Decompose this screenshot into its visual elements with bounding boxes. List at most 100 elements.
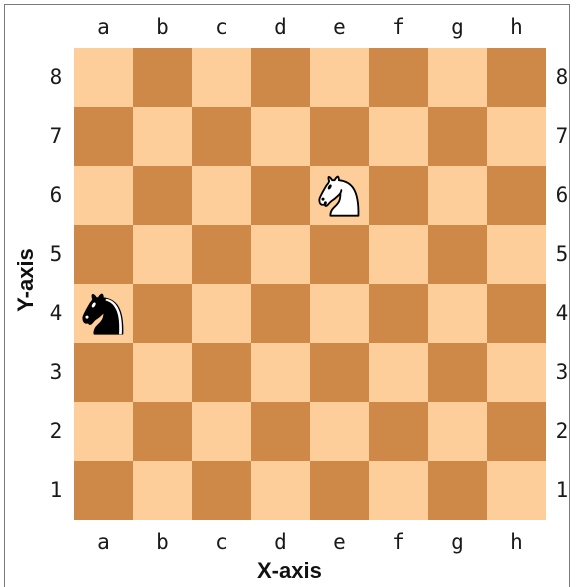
square-a6[interactable] — [74, 166, 133, 225]
square-e6[interactable] — [310, 166, 369, 225]
rank-label-8: 8 — [550, 67, 574, 88]
square-e1[interactable] — [310, 461, 369, 520]
square-h6[interactable] — [487, 166, 546, 225]
square-a4[interactable] — [74, 284, 133, 343]
square-c1[interactable] — [192, 461, 251, 520]
square-h1[interactable] — [487, 461, 546, 520]
square-c8[interactable] — [192, 48, 251, 107]
square-h7[interactable] — [487, 107, 546, 166]
file-label-f: f — [369, 17, 428, 38]
file-label-c: c — [192, 17, 251, 38]
white-knight-icon[interactable] — [312, 168, 367, 223]
square-e8[interactable] — [310, 48, 369, 107]
square-f8[interactable] — [369, 48, 428, 107]
square-h3[interactable] — [487, 343, 546, 402]
square-g8[interactable] — [428, 48, 487, 107]
square-c2[interactable] — [192, 402, 251, 461]
square-c5[interactable] — [192, 225, 251, 284]
file-label-g: g — [428, 532, 487, 553]
square-b4[interactable] — [133, 284, 192, 343]
square-h8[interactable] — [487, 48, 546, 107]
square-f3[interactable] — [369, 343, 428, 402]
rank-label-1: 1 — [550, 480, 574, 501]
file-label-c: c — [192, 532, 251, 553]
x-axis-label: X-axis — [257, 560, 322, 582]
square-b7[interactable] — [133, 107, 192, 166]
square-a3[interactable] — [74, 343, 133, 402]
square-f5[interactable] — [369, 225, 428, 284]
square-d6[interactable] — [251, 166, 310, 225]
black-knight-icon[interactable] — [76, 286, 131, 341]
square-g5[interactable] — [428, 225, 487, 284]
square-e5[interactable] — [310, 225, 369, 284]
square-c7[interactable] — [192, 107, 251, 166]
square-e7[interactable] — [310, 107, 369, 166]
square-d2[interactable] — [251, 402, 310, 461]
square-f1[interactable] — [369, 461, 428, 520]
square-b8[interactable] — [133, 48, 192, 107]
square-g2[interactable] — [428, 402, 487, 461]
square-b1[interactable] — [133, 461, 192, 520]
file-label-d: d — [251, 532, 310, 553]
square-c6[interactable] — [192, 166, 251, 225]
rank-label-7: 7 — [550, 126, 574, 147]
square-b5[interactable] — [133, 225, 192, 284]
y-axis-label: Y-axis — [15, 245, 37, 315]
square-f2[interactable] — [369, 402, 428, 461]
square-a8[interactable] — [74, 48, 133, 107]
square-d7[interactable] — [251, 107, 310, 166]
file-label-f: f — [369, 532, 428, 553]
square-a7[interactable] — [74, 107, 133, 166]
square-a1[interactable] — [74, 461, 133, 520]
file-label-e: e — [310, 17, 369, 38]
file-label-a: a — [74, 532, 133, 553]
file-label-b: b — [133, 532, 192, 553]
square-f4[interactable] — [369, 284, 428, 343]
square-h4[interactable] — [487, 284, 546, 343]
square-g6[interactable] — [428, 166, 487, 225]
square-c4[interactable] — [192, 284, 251, 343]
rank-label-6: 6 — [44, 185, 68, 206]
file-label-a: a — [74, 17, 133, 38]
square-c3[interactable] — [192, 343, 251, 402]
rank-label-2: 2 — [550, 421, 574, 442]
square-f7[interactable] — [369, 107, 428, 166]
chess-board — [74, 48, 546, 520]
rank-label-2: 2 — [44, 421, 68, 442]
square-f6[interactable] — [369, 166, 428, 225]
rank-label-5: 5 — [550, 244, 574, 265]
square-d4[interactable] — [251, 284, 310, 343]
square-h2[interactable] — [487, 402, 546, 461]
file-label-e: e — [310, 532, 369, 553]
square-g1[interactable] — [428, 461, 487, 520]
rank-label-1: 1 — [44, 480, 68, 501]
rank-label-3: 3 — [44, 362, 68, 383]
square-d8[interactable] — [251, 48, 310, 107]
square-e3[interactable] — [310, 343, 369, 402]
square-g4[interactable] — [428, 284, 487, 343]
square-a2[interactable] — [74, 402, 133, 461]
rank-label-3: 3 — [550, 362, 574, 383]
square-e4[interactable] — [310, 284, 369, 343]
file-label-h: h — [487, 17, 546, 38]
square-e2[interactable] — [310, 402, 369, 461]
square-a5[interactable] — [74, 225, 133, 284]
square-b2[interactable] — [133, 402, 192, 461]
square-d3[interactable] — [251, 343, 310, 402]
square-g7[interactable] — [428, 107, 487, 166]
square-d5[interactable] — [251, 225, 310, 284]
square-b3[interactable] — [133, 343, 192, 402]
rank-label-4: 4 — [44, 303, 68, 324]
rank-label-6: 6 — [550, 185, 574, 206]
file-label-d: d — [251, 17, 310, 38]
square-d1[interactable] — [251, 461, 310, 520]
square-g3[interactable] — [428, 343, 487, 402]
rank-label-8: 8 — [44, 67, 68, 88]
rank-label-4: 4 — [550, 303, 574, 324]
file-label-b: b — [133, 17, 192, 38]
rank-label-7: 7 — [44, 126, 68, 147]
square-b6[interactable] — [133, 166, 192, 225]
file-label-g: g — [428, 17, 487, 38]
rank-label-5: 5 — [44, 244, 68, 265]
square-h5[interactable] — [487, 225, 546, 284]
